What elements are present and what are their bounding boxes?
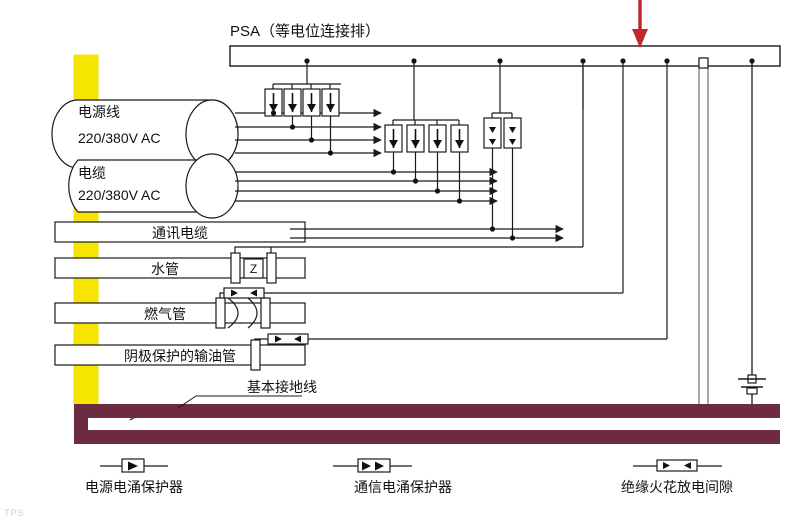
- junction-dot: [270, 110, 277, 116]
- water-pipe-label: 水管: [151, 261, 179, 277]
- impedance-joint-label: Z: [250, 262, 257, 276]
- double-arrow-icon: [362, 461, 384, 471]
- equipotential-bonding-bar[interactable]: [229, 45, 781, 67]
- watermark: TPS: [4, 508, 25, 518]
- service-comm-cable: [54, 221, 564, 243]
- facing-arrows-icon: [663, 462, 691, 469]
- diagram-title: PSA（等电位连接排）: [230, 22, 380, 40]
- junction-dot: [308, 137, 315, 143]
- foundation-earth: [74, 404, 780, 444]
- comm-cable-label: 通讯电缆: [152, 225, 208, 241]
- single-arrow-icon: [128, 461, 138, 471]
- service-power-line: [51, 99, 382, 169]
- spd1-legs-final: [272, 113, 332, 153]
- spd-group-comm-cable[interactable]: [483, 61, 522, 241]
- spd-group-power-cable[interactable]: [384, 61, 469, 204]
- insulating-spark-gap-assembly: [738, 61, 766, 405]
- pipe-oil: [54, 61, 668, 371]
- spark-gap-icon: [275, 335, 301, 343]
- junction-dot: [289, 124, 296, 130]
- spark-gap-icon: [231, 289, 257, 297]
- red-down-arrow-icon: [632, 0, 648, 48]
- power-line-label-1: 电源线: [78, 104, 120, 120]
- legend-item-spark-gap: 绝缘火花放电间隙: [621, 459, 733, 495]
- legend-label-comm-spd: 通信电涌保护器: [354, 479, 452, 495]
- pipe-water: Z: [54, 61, 584, 284]
- power-line-label-2: 220/380V AC: [78, 130, 161, 146]
- oil-pipe-label: 阴极保护的输油管: [124, 348, 236, 364]
- spd-arrow-icon: [269, 93, 335, 112]
- spd-group-power-line[interactable]: [264, 61, 341, 117]
- down-conductor: [698, 57, 709, 439]
- legend-label-spark-gap: 绝缘火花放电间隙: [621, 479, 733, 495]
- legend-item-power-spd: 电源电涌保护器: [85, 458, 183, 495]
- pipe-gas: [54, 61, 624, 329]
- power-cable-label-1: 电缆: [78, 165, 106, 181]
- legend-label-power-spd: 电源电涌保护器: [85, 479, 183, 495]
- power-cable-label-2: 220/380V AC: [78, 187, 161, 203]
- spd-arrow-icon: [389, 129, 464, 148]
- ground-conductor-label: 基本接地线: [247, 379, 317, 395]
- legend-item-comm-spd: 通信电涌保护器: [333, 458, 452, 495]
- gas-pipe-label: 燃气管: [144, 306, 186, 322]
- service-power-cable: [68, 153, 498, 219]
- ground-label-leader: [177, 395, 302, 409]
- junction-dot: [327, 150, 334, 156]
- spd-double-arrow-icon: [489, 127, 516, 145]
